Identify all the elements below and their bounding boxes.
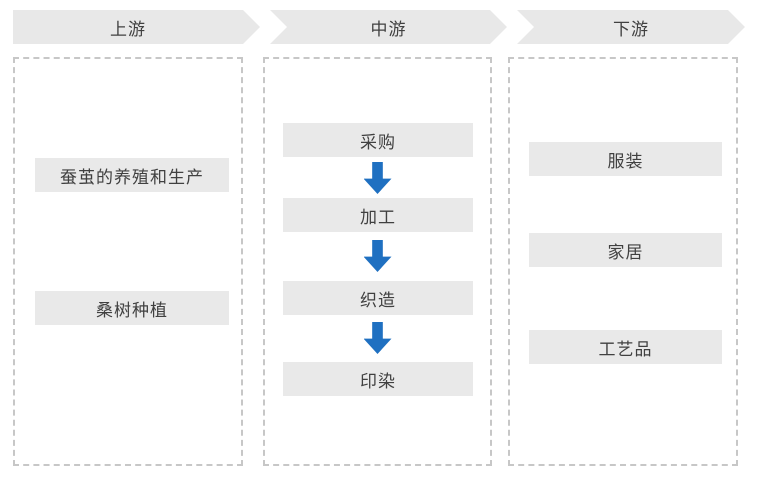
down-arrow-icon xyxy=(363,162,392,194)
stage-label-upstream: 上游 xyxy=(110,19,146,39)
down-arrow-icon xyxy=(363,322,392,354)
midstream-panel: 采购 加工 织造 印染 xyxy=(263,57,492,466)
upstream-panel: 蚕茧的养殖和生产 桑树种植 xyxy=(13,57,243,466)
stage-band-midstream: 中游 xyxy=(270,10,507,44)
stage-label-midstream: 中游 xyxy=(370,19,407,39)
item-box-handicrafts: 工艺品 xyxy=(529,330,722,364)
item-box-clothing: 服装 xyxy=(529,142,722,176)
item-box-home-furnishing: 家居 xyxy=(529,233,722,267)
item-box-procurement: 采购 xyxy=(283,123,473,157)
item-box-printing-dyeing: 印染 xyxy=(283,362,473,396)
item-box-cocoon-breeding: 蚕茧的养殖和生产 xyxy=(35,158,229,192)
item-box-mulberry-planting: 桑树种植 xyxy=(35,291,229,325)
stage-band-upstream: 上游 xyxy=(13,10,260,44)
down-arrow-icon xyxy=(363,240,392,272)
stage-label-downstream: 下游 xyxy=(613,19,649,39)
item-box-processing: 加工 xyxy=(283,198,473,232)
stage-band-downstream: 下游 xyxy=(517,10,745,44)
downstream-panel: 服装 家居 工艺品 xyxy=(508,57,738,466)
item-box-weaving: 织造 xyxy=(283,281,473,315)
